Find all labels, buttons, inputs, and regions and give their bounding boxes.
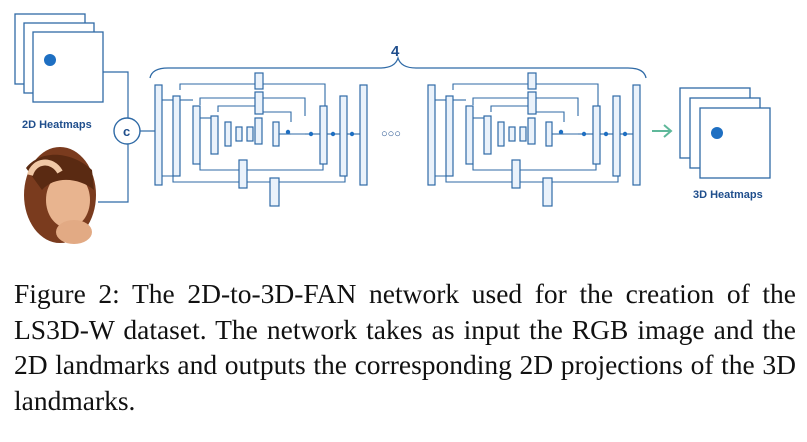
- hourglass-2-connection: [472, 97, 528, 105]
- hourglass-1-dot: [349, 131, 355, 137]
- hourglass-2-dot: [558, 129, 564, 135]
- hourglass-1-dot: [330, 131, 336, 137]
- input-heatmap-front: [32, 31, 104, 103]
- hourglass-1-block: [210, 115, 219, 155]
- hourglass-1-connection: [162, 175, 270, 183]
- hourglass-2-block: [632, 84, 641, 186]
- module-ellipsis: ○○○: [381, 128, 401, 140]
- output-heatmap-front: [699, 107, 771, 179]
- hourglass-module-1: [154, 72, 368, 207]
- hourglass-2-block: [592, 105, 601, 165]
- hourglass-1-connection: [199, 97, 255, 105]
- hourglass-module-2: [427, 72, 641, 207]
- hourglass-2-block: [497, 121, 505, 147]
- hourglass-1-block: [339, 95, 348, 177]
- hourglass-2-connection: [472, 164, 512, 171]
- concat-symbol: c: [123, 124, 130, 139]
- arrow-right-icon: [652, 124, 673, 138]
- hourglass-2-block: [445, 95, 454, 177]
- hourglass-2-block: [511, 159, 521, 189]
- hourglass-1-block: [246, 126, 254, 142]
- concat-node: [113, 117, 141, 145]
- hourglass-2-block: [527, 117, 536, 145]
- stack-brace: [149, 55, 647, 79]
- hourglass-2-block: [612, 95, 621, 177]
- fan-network-diagram: 2D Heatmaps c 4 ○○○ 3D Heatmaps: [14, 13, 771, 246]
- input-heatmap-stack: [14, 13, 104, 103]
- hourglass-1-block: [254, 117, 263, 145]
- hourglass-2-connection: [452, 83, 528, 90]
- hourglass-2-dot: [603, 131, 609, 137]
- hourglass-1-connection: [262, 111, 292, 122]
- hourglass-2-connection: [520, 164, 597, 171]
- hourglass-2-dot: [581, 131, 587, 137]
- hourglass-1-block: [319, 105, 328, 165]
- output-heatmap-dot: [711, 127, 723, 139]
- hourglass-2-block: [465, 105, 474, 165]
- output-heatmaps-label: 3D Heatmaps: [693, 189, 763, 201]
- hourglass-2-block: [483, 115, 492, 155]
- caption-prefix: Figure 2:: [14, 278, 120, 309]
- hourglass-1-connection: [179, 83, 255, 90]
- input-connectors: [98, 71, 155, 203]
- caption-text: The 2D-to-3D-FAN network used for the cr…: [14, 278, 796, 416]
- hourglass-1-connection: [199, 164, 239, 171]
- hourglass-1-block: [238, 159, 248, 189]
- hourglass-2-block: [545, 121, 553, 147]
- hourglass-1-connection: [217, 105, 255, 112]
- hourglass-1-block: [359, 84, 368, 186]
- input-heatmap-dot: [44, 54, 56, 66]
- hourglass-2-connection: [536, 97, 579, 116]
- hourglass-2-dot: [622, 131, 628, 137]
- hourglass-2-block: [527, 72, 537, 90]
- hourglass-1-block: [254, 72, 264, 90]
- hourglass-1-block: [154, 84, 163, 186]
- hourglass-1-block: [192, 105, 201, 165]
- hourglass-1-connection: [263, 97, 306, 116]
- hourglass-2-block: [542, 177, 553, 207]
- hourglass-1-dot: [285, 129, 291, 135]
- hourglass-2-connection: [535, 111, 565, 122]
- figure-caption: Figure 2: The 2D-to-3D-FAN network used …: [14, 276, 796, 418]
- hourglass-1-block: [235, 126, 243, 142]
- input-heatmaps-label: 2D Heatmaps: [22, 119, 92, 131]
- hourglass-1-connection: [263, 83, 326, 106]
- hourglass-1-block: [254, 91, 264, 115]
- hourglass-2-connection: [490, 105, 528, 112]
- hourglass-2-block: [527, 91, 537, 115]
- hourglass-2-connection: [435, 175, 543, 183]
- hourglass-2-connection: [536, 83, 599, 106]
- hourglass-1-dot: [308, 131, 314, 137]
- hourglass-1-connection: [247, 164, 324, 171]
- hourglass-2-block: [508, 126, 516, 142]
- hourglass-2-block: [427, 84, 436, 186]
- hourglass-1-block: [269, 177, 280, 207]
- input-photo: [20, 147, 98, 246]
- hourglass-1-block: [172, 95, 181, 177]
- hourglass-1-connection: [279, 176, 346, 183]
- hourglass-2-block: [519, 126, 527, 142]
- stack-count: 4: [391, 43, 400, 60]
- hourglass-2-connection: [552, 176, 619, 183]
- hourglass-1-block: [224, 121, 232, 147]
- hourglass-1-block: [272, 121, 280, 147]
- output-heatmap-stack: [679, 87, 771, 179]
